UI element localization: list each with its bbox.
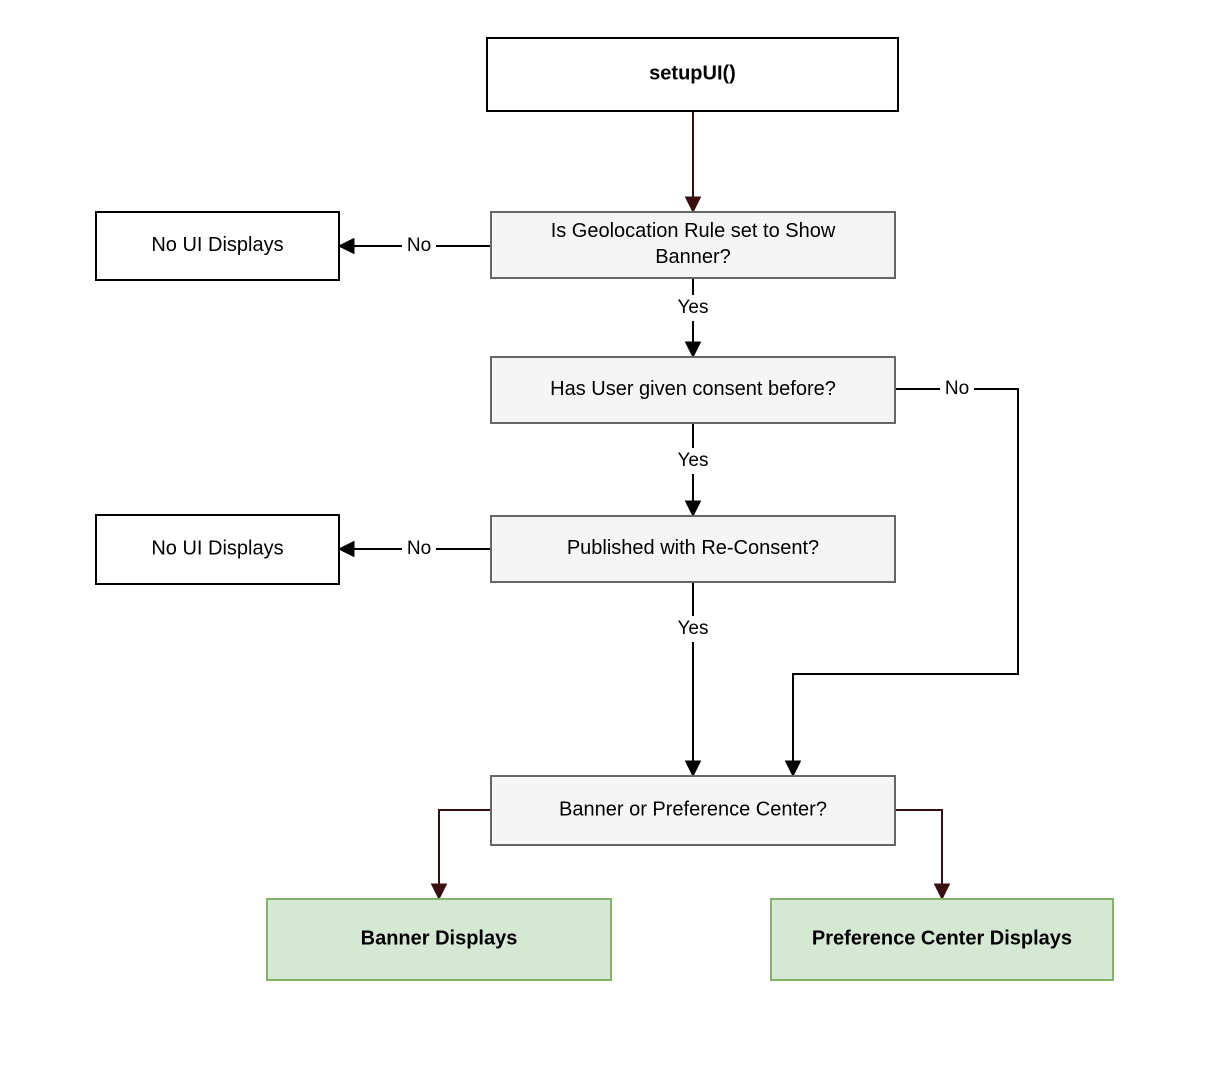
edge-label-background [670, 295, 716, 321]
edge-arrowhead [685, 341, 701, 358]
edge-path [792, 388, 1019, 768]
node-label-line: No UI Displays [151, 234, 283, 256]
edge-arrowhead [338, 541, 355, 557]
edge-arrowhead [785, 760, 801, 777]
edge-label-consent-yes: Yes [670, 448, 716, 474]
node-label-line: No UI Displays [151, 538, 283, 560]
node-box[interactable] [266, 898, 612, 981]
node-box[interactable] [490, 356, 896, 424]
edge-arrowhead [338, 238, 355, 254]
edge-arrowhead [934, 883, 950, 900]
node-box[interactable] [490, 211, 896, 279]
node-label: Preference Center Displays [812, 928, 1072, 950]
edge-label-background [402, 233, 436, 259]
edge-label-background [670, 448, 716, 474]
node-label-line: Is Geolocation Rule set to Show [551, 220, 836, 242]
edge-pc-to-preference-center [895, 809, 950, 900]
node-box[interactable] [95, 514, 340, 585]
edge-label-text: Yes [678, 297, 709, 318]
nodes-layer: setupUI() Is Geolocation Rule set to Show… [95, 37, 1114, 981]
edge-path [895, 809, 943, 891]
node-no-ui-displays-top[interactable]: No UI Displays [95, 211, 340, 281]
edge-label-geolocation-no: No [402, 233, 436, 259]
edge-path [438, 809, 491, 891]
edge-label-background [940, 376, 974, 402]
node-published-reconsent[interactable]: Published with Re-Consent? [490, 515, 896, 583]
node-label: Banner Displays [361, 928, 518, 950]
node-setup-ui[interactable]: setupUI() [486, 37, 899, 112]
edge-pc-to-banner-displays [431, 809, 491, 900]
node-banner-displays[interactable]: Banner Displays [266, 898, 612, 981]
edge-consent-no [785, 388, 1019, 777]
node-box[interactable] [770, 898, 1114, 981]
edge-label-text: Yes [678, 450, 709, 471]
node-label: Banner or Preference Center? [559, 799, 827, 821]
edge-arrowhead [685, 196, 701, 213]
node-box[interactable] [95, 211, 340, 281]
edge-arrowhead [431, 883, 447, 900]
edge-arrowhead [685, 760, 701, 777]
node-box[interactable] [486, 37, 899, 112]
node-label: No UI Displays [151, 538, 283, 560]
node-label: Has User given consent before? [550, 378, 836, 400]
edge-reconsent-yes [685, 582, 701, 777]
edge-setup-to-geolocation [685, 111, 701, 213]
node-label-line: Published with Re-Consent? [567, 537, 819, 559]
edge-label-consent-no: No [940, 376, 974, 402]
node-label-line: Banner Displays [361, 928, 518, 950]
edge-label-reconsent-no: No [402, 536, 436, 562]
edge-label-background [402, 536, 436, 562]
node-box[interactable] [490, 775, 896, 846]
node-label-line: Preference Center Displays [812, 928, 1072, 950]
edge-label-reconsent-yes: Yes [670, 616, 716, 642]
edge-label-background [670, 616, 716, 642]
node-no-ui-displays-bottom[interactable]: No UI Displays [95, 514, 340, 585]
node-label: No UI Displays [151, 234, 283, 256]
node-label: Published with Re-Consent? [567, 537, 819, 559]
node-label: setupUI() [649, 63, 736, 85]
edge-label-text: No [407, 538, 431, 559]
edge-label-text: Yes [678, 618, 709, 639]
node-label-line: Banner or Preference Center? [559, 799, 827, 821]
edge-arrowhead [685, 500, 701, 517]
edge-label-text: No [945, 378, 969, 399]
node-label-line: Banner? [655, 246, 731, 268]
node-label-line: Has User given consent before? [550, 378, 836, 400]
node-label-line: setupUI() [649, 63, 736, 85]
node-user-consent-before[interactable]: Has User given consent before? [490, 356, 896, 424]
edge-label-geolocation-yes: Yes [670, 295, 716, 321]
node-banner-or-pc[interactable]: Banner or Preference Center? [490, 775, 896, 846]
node-preference-center-displays[interactable]: Preference Center Displays [770, 898, 1114, 981]
edge-label-text: No [407, 235, 431, 256]
node-box[interactable] [490, 515, 896, 583]
